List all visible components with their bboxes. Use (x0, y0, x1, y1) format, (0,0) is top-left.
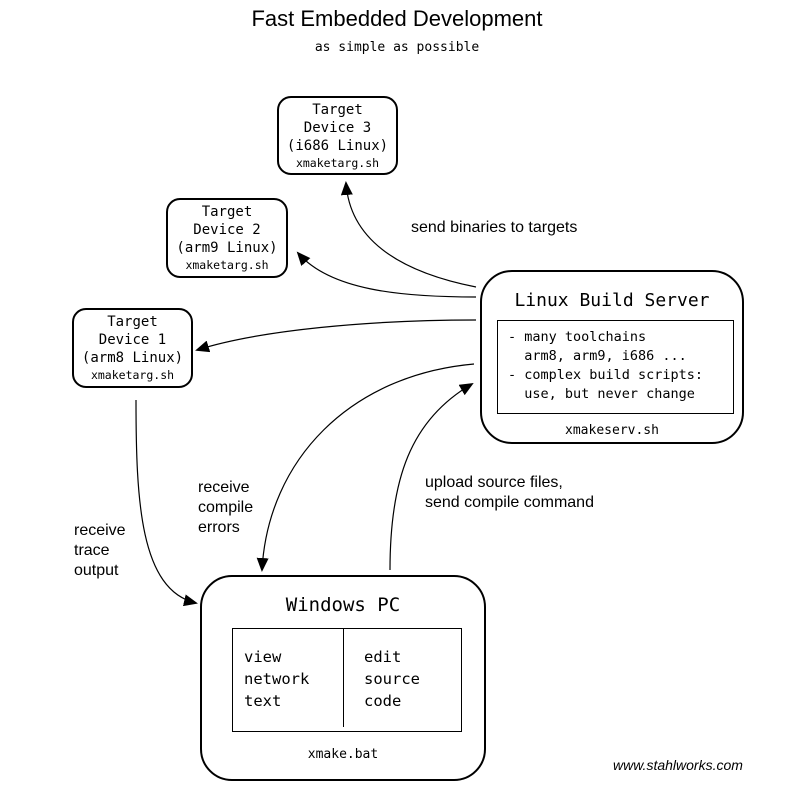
target-device-1-line2: Device 1 (98, 332, 167, 348)
receive-errors-line: errors (198, 519, 240, 536)
arrow-server-to-pc-errors (256, 363, 475, 572)
linux-build-server-node: Linux Build Server - many toolchains arm… (480, 270, 744, 444)
target-device-2-script: xmaketarg.sh (185, 258, 269, 272)
target-device-2-line1: Target (201, 204, 253, 220)
arrow-server-to-device3 (340, 181, 477, 288)
arrow-server-to-device1 (195, 319, 477, 353)
arrow-server-to-device2 (296, 251, 477, 298)
pc-left-line: text (244, 692, 282, 710)
target-device-3-line1: Target (312, 102, 363, 118)
receive-errors-line: receive (198, 479, 250, 496)
pc-view-column: view network text (244, 646, 309, 712)
pc-right-line: edit (364, 648, 402, 666)
send-binaries-label: send binaries to targets (411, 219, 578, 236)
target-device-2-line2: Device 2 (193, 222, 261, 238)
target-device-3-line3: (i686 Linux) (286, 138, 389, 154)
receive-trace-line: output (74, 562, 119, 579)
target-device-3-line2: Device 3 (303, 120, 372, 136)
target-device-2-node: Target Device 2 (arm9 Linux) xmaketarg.s… (166, 198, 288, 278)
server-name: Linux Build Server (514, 290, 710, 311)
receive-errors-line: compile (198, 499, 254, 516)
pc-left-line: network (244, 670, 310, 688)
arrow-pc-to-server-upload (389, 382, 474, 571)
receive-trace-line: trace (74, 542, 110, 559)
receive-errors-label: receive compile errors (198, 478, 253, 538)
target-device-1-line1: Target (107, 314, 158, 330)
receive-trace-line: receive (74, 522, 126, 539)
page-title: Fast Embedded Development (251, 6, 543, 31)
page-subtitle: as simple as possible (314, 40, 480, 55)
target-device-1-line3: (arm8 Linux) (81, 350, 184, 366)
pc-edit-column: edit source code (364, 646, 420, 712)
pc-name: Windows PC (285, 594, 401, 616)
target-device-3-node: Target Device 3 (i686 Linux) xmaketarg.s… (277, 96, 398, 175)
server-notes: - many toolchains arm8, arm9, i686 ... -… (497, 320, 734, 414)
receive-trace-label: receive trace output (74, 521, 126, 581)
pc-right-line: source (364, 670, 420, 688)
arrow-device1-to-pc (135, 399, 198, 607)
upload-line: upload source files, (425, 474, 563, 491)
target-device-1-node: Target Device 1 (arm8 Linux) xmaketarg.s… (72, 308, 193, 388)
target-device-3-script: xmaketarg.sh (295, 156, 380, 170)
pc-right-line: code (364, 692, 402, 710)
upload-label: upload source files, send compile comman… (425, 473, 594, 513)
credit-link[interactable]: www.stahlworks.com (613, 757, 743, 773)
upload-line: send compile command (425, 494, 594, 511)
windows-pc-node: Windows PC view network text edit source… (200, 575, 486, 781)
pc-panel: view network text edit source code (232, 628, 462, 732)
target-device-2-line3: (arm9 Linux) (176, 240, 278, 256)
pc-panel-divider (343, 629, 344, 727)
target-device-1-script: xmaketarg.sh (90, 368, 175, 382)
pc-left-line: view (244, 648, 282, 666)
server-script: xmakeserv.sh (565, 423, 659, 438)
pc-script: xmake.bat (307, 747, 379, 762)
